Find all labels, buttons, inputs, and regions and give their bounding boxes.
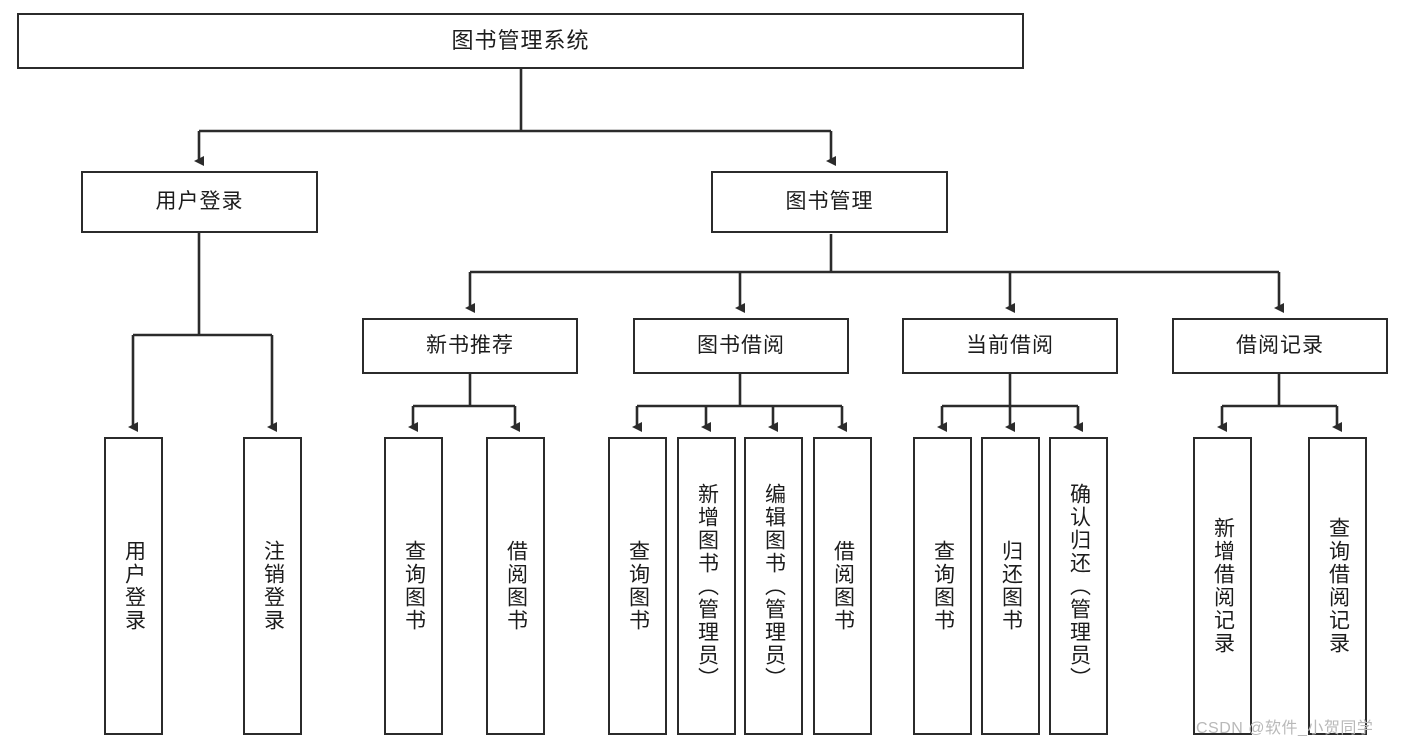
node-label: 借阅图书	[504, 540, 528, 632]
node-label: 注销登录	[261, 540, 285, 632]
node-leaf-logout[interactable]: 注销登录	[243, 437, 302, 735]
node-label: 用户登录	[155, 189, 244, 213]
node-borrow-record[interactable]: 借阅记录	[1172, 318, 1388, 374]
node-current-borrow[interactable]: 当前借阅	[902, 318, 1118, 374]
node-label: 归还图书	[999, 540, 1023, 632]
node-leaf-edit-book[interactable]: 编辑图书（管理员）	[744, 437, 803, 735]
node-label: 图书管理	[785, 189, 874, 213]
node-label: 确认归还（管理员）	[1067, 482, 1091, 690]
node-leaf-add-book[interactable]: 新增图书（管理员）	[677, 437, 736, 735]
node-label: 查询图书	[931, 540, 955, 632]
node-label: 新书推荐	[426, 333, 514, 357]
node-leaf-query-book-2[interactable]: 查询图书	[608, 437, 667, 735]
node-label: 新增图书（管理员）	[695, 482, 719, 690]
node-label: 当前借阅	[966, 333, 1054, 357]
node-leaf-confirm-return[interactable]: 确认归还（管理员）	[1049, 437, 1108, 735]
node-new-book-recommend[interactable]: 新书推荐	[362, 318, 578, 374]
node-label: 图书借阅	[697, 333, 785, 357]
node-label: 查询图书	[402, 540, 426, 632]
node-root-book-management-system[interactable]: 图书管理系统	[17, 13, 1024, 69]
node-label: 图书管理系统	[451, 28, 590, 54]
node-leaf-user-login[interactable]: 用户登录	[104, 437, 163, 735]
node-leaf-query-book-3[interactable]: 查询图书	[913, 437, 972, 735]
node-label: 用户登录	[122, 540, 146, 632]
node-label: 编辑图书（管理员）	[762, 482, 786, 690]
node-leaf-borrow-book-1[interactable]: 借阅图书	[486, 437, 545, 735]
node-label: 查询图书	[626, 540, 650, 632]
node-leaf-borrow-book-2[interactable]: 借阅图书	[813, 437, 872, 735]
node-leaf-add-record[interactable]: 新增借阅记录	[1193, 437, 1252, 735]
node-leaf-return-book[interactable]: 归还图书	[981, 437, 1040, 735]
node-book-borrow[interactable]: 图书借阅	[633, 318, 849, 374]
node-user-login[interactable]: 用户登录	[81, 171, 318, 233]
node-label: 借阅图书	[831, 540, 855, 632]
node-label: 查询借阅记录	[1326, 517, 1350, 655]
node-leaf-query-record[interactable]: 查询借阅记录	[1308, 437, 1367, 735]
node-book-manage[interactable]: 图书管理	[711, 171, 948, 233]
node-leaf-query-book-1[interactable]: 查询图书	[384, 437, 443, 735]
node-label: 新增借阅记录	[1211, 517, 1235, 655]
watermark-text: CSDN @软件_小贺同学	[1196, 720, 1374, 737]
node-label: 借阅记录	[1236, 333, 1324, 357]
